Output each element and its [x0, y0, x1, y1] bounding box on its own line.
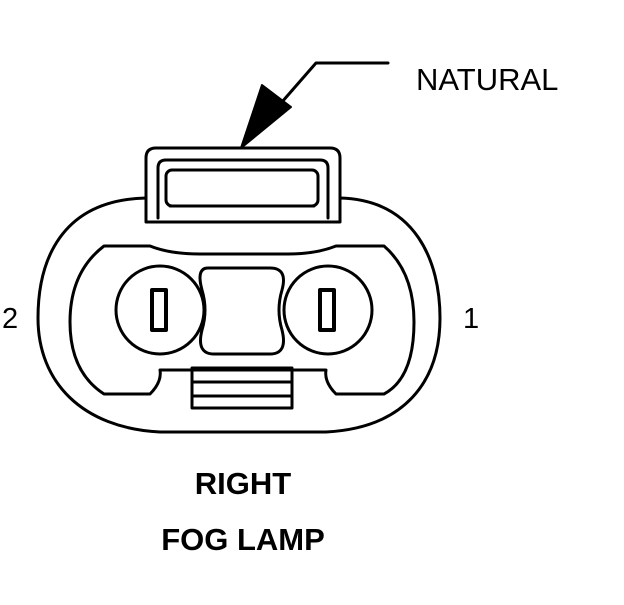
- connector-cavity: [68, 244, 416, 396]
- pin-1-label: 1: [463, 303, 480, 335]
- center-divider: [198, 266, 285, 356]
- callout-arrowhead: [240, 84, 292, 149]
- caption-line-1: RIGHT: [194, 466, 292, 501]
- locking-tab-inner: [156, 158, 330, 220]
- locking-tab: [144, 146, 342, 220]
- locking-tab-window: [164, 168, 320, 208]
- terminal-pin-1: [282, 264, 374, 356]
- pin-2-label: 2: [2, 303, 19, 335]
- callout-leader-line: [266, 61, 390, 120]
- caption-line-2: FOG LAMP: [161, 522, 325, 557]
- terminal-pin-2: [114, 264, 206, 356]
- bottom-key: [190, 366, 294, 410]
- terminal-pin-1-blade: [318, 288, 336, 332]
- connector-housing-outer: [36, 196, 442, 434]
- terminal-pin-2-blade: [150, 288, 168, 332]
- callout-label: NATURAL: [416, 62, 559, 97]
